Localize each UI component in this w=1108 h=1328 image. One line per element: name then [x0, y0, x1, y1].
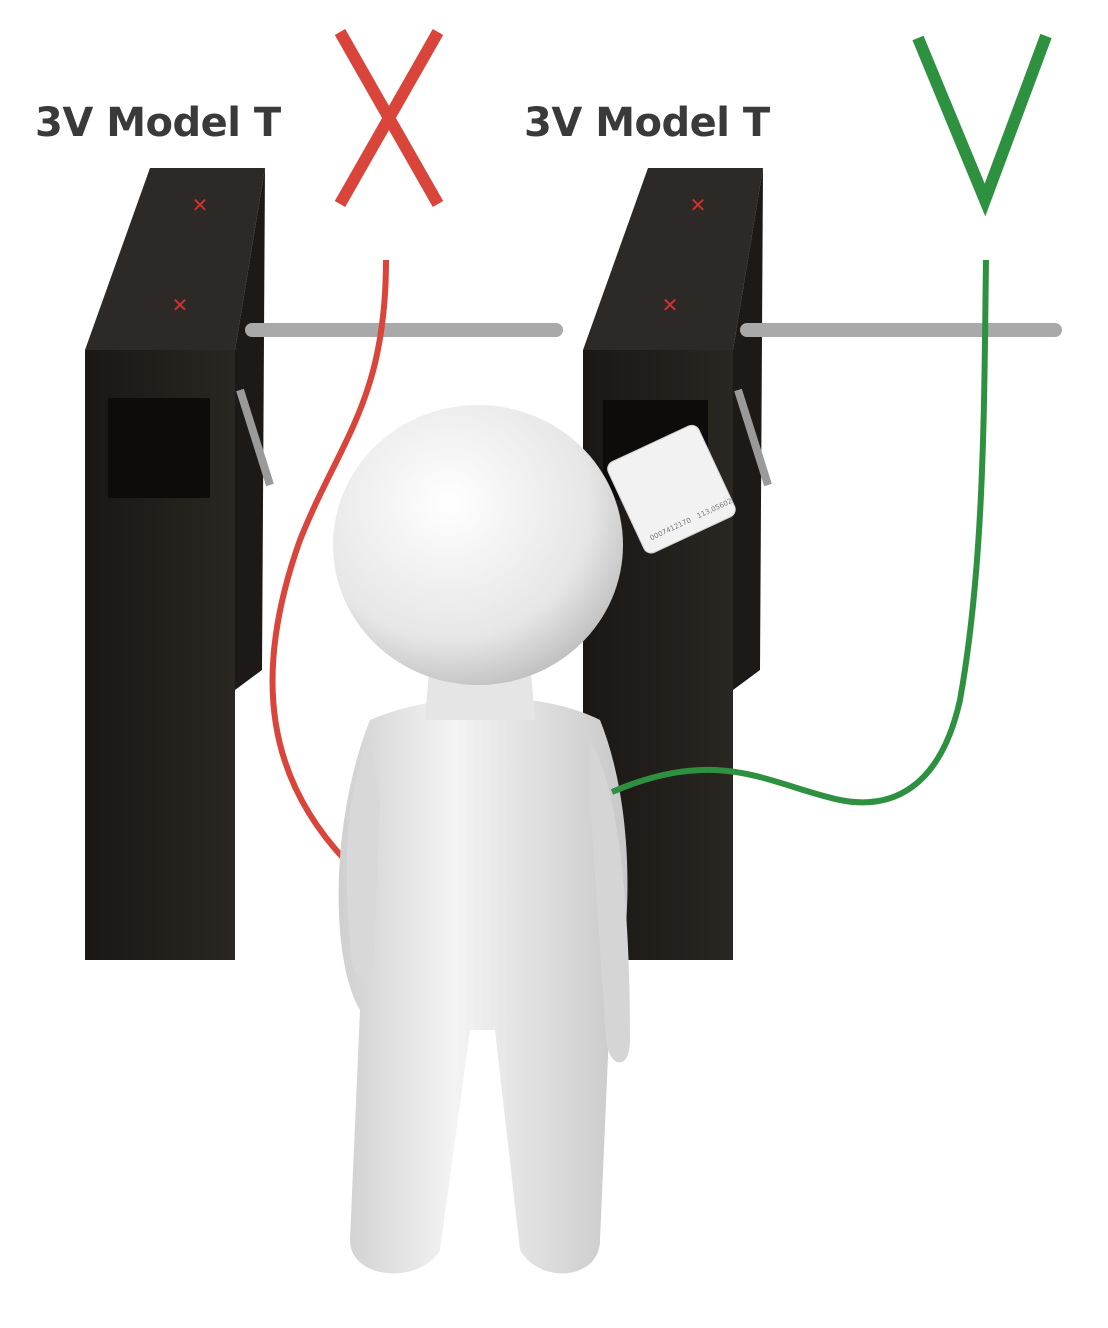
granted-path — [610, 259, 989, 806]
denied-path — [269, 259, 389, 863]
red-cross-indicator: ✕ — [172, 293, 189, 317]
person-figure: 0007412170 113,05602 — [333, 405, 736, 1274]
turnstile-left: ✕ ✕ — [85, 168, 563, 960]
check-icon — [912, 33, 1052, 217]
red-cross-indicator: ✕ — [662, 293, 679, 317]
turnstile-right: ✕ ✕ — [583, 168, 1062, 960]
access-card: 0007412170 113,05602 — [607, 424, 736, 554]
red-cross-indicator: ✕ — [690, 193, 707, 217]
turnstile-left-label: 3V Model T — [35, 100, 281, 146]
turnstile-right-label: 3V Model T — [524, 100, 770, 146]
cross-icon — [334, 29, 444, 207]
red-cross-indicator: ✕ — [192, 193, 209, 217]
